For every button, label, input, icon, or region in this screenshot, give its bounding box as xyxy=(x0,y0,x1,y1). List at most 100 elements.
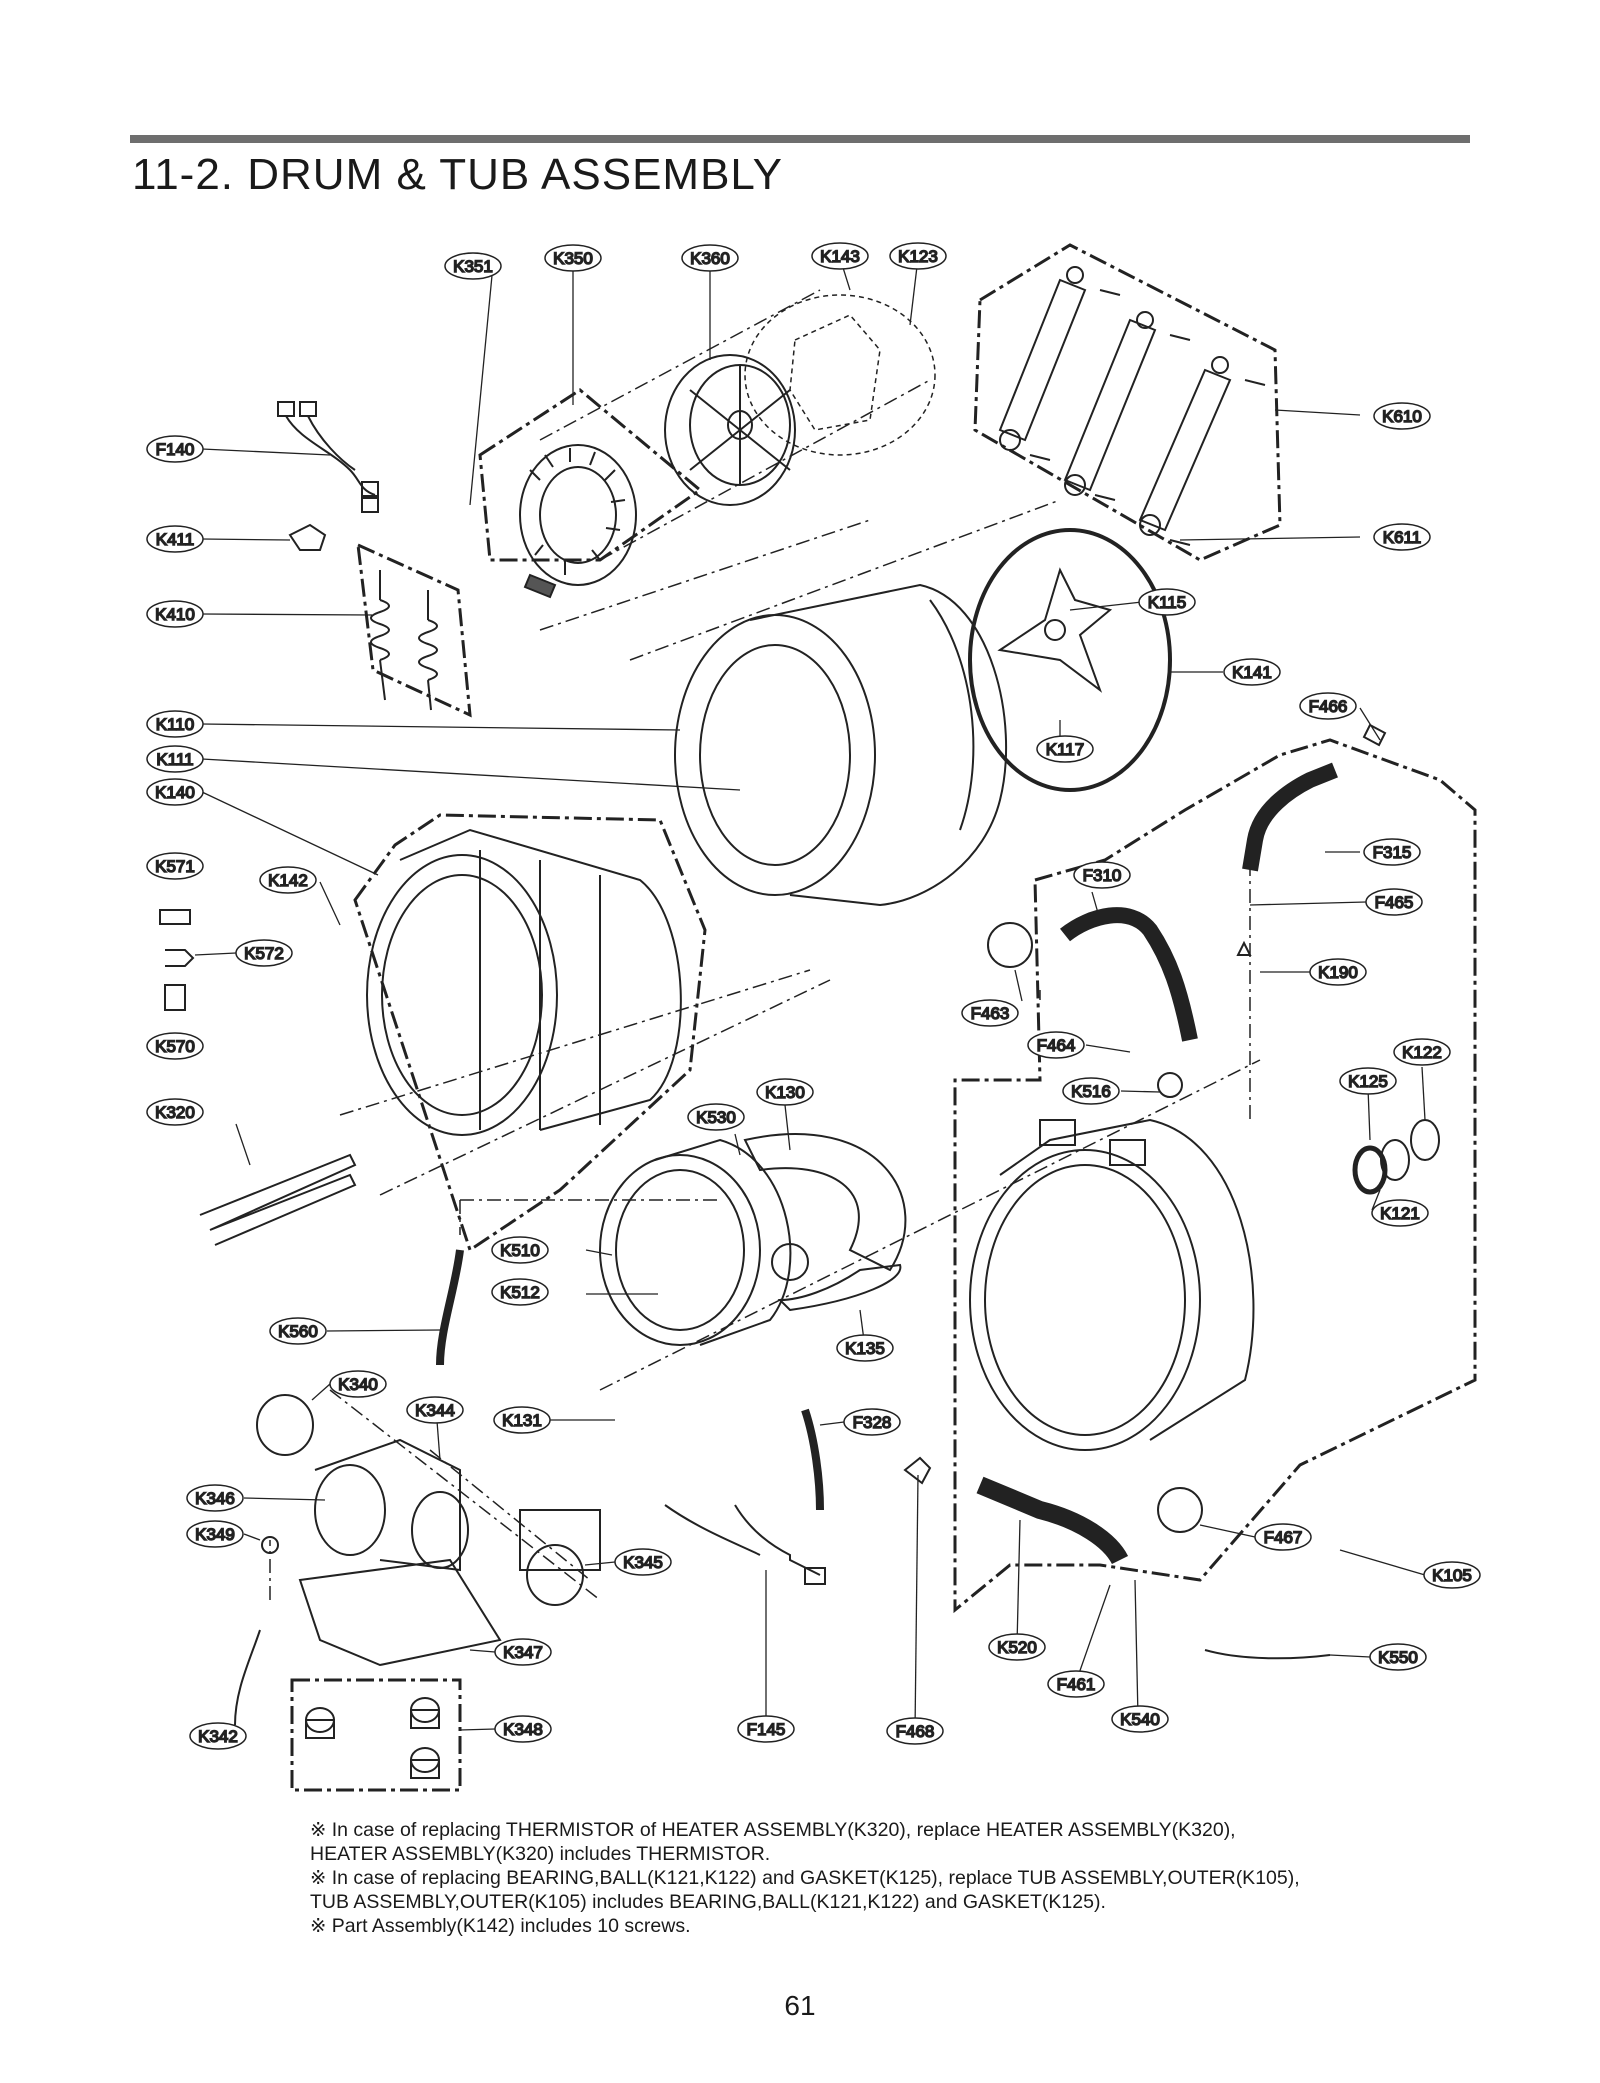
label-K530: K530 xyxy=(687,1103,745,1131)
svg-text:K351: K351 xyxy=(453,257,493,276)
svg-text:K141: K141 xyxy=(1232,663,1272,682)
label-K131: K131 xyxy=(493,1406,551,1434)
label-K141: K141 xyxy=(1223,658,1281,686)
label-K123: K123 xyxy=(889,242,947,270)
svg-text:F461: F461 xyxy=(1057,1675,1096,1694)
label-K520: K520 xyxy=(988,1633,1046,1661)
svg-text:K411: K411 xyxy=(156,530,194,549)
filter-cap-group-box xyxy=(290,1678,462,1792)
label-K125: K125 xyxy=(1339,1067,1397,1095)
svg-text:K140: K140 xyxy=(155,783,195,802)
label-K142: K142 xyxy=(259,866,317,894)
svg-text:K610: K610 xyxy=(1382,407,1422,426)
label-K350: K350 xyxy=(544,244,602,272)
svg-text:K348: K348 xyxy=(503,1720,543,1739)
svg-text:F466: F466 xyxy=(1309,697,1348,716)
hose-f315-part xyxy=(1242,762,1338,872)
label-K344: K344 xyxy=(406,1396,464,1424)
outer-tub-group-box xyxy=(953,738,1477,1614)
spring-group-box xyxy=(356,542,472,718)
hose-k560-part xyxy=(436,1249,464,1366)
svg-text:K347: K347 xyxy=(503,1643,543,1662)
heater-k320-part xyxy=(199,1153,357,1246)
label-F468: F468 xyxy=(886,1717,944,1745)
label-K117: K117 xyxy=(1036,735,1094,763)
gasket-and-clamp-part xyxy=(599,1133,907,1346)
label-F461: F461 xyxy=(1047,1670,1105,1698)
spider-flange-part xyxy=(968,528,1172,792)
label-K550: K550 xyxy=(1369,1643,1427,1671)
label-K512: K512 xyxy=(491,1278,549,1306)
clamp-f468-part xyxy=(903,1456,932,1485)
svg-text:K572: K572 xyxy=(244,944,284,963)
harness-f145-part xyxy=(664,1504,821,1576)
sensor-k550-part xyxy=(1204,1649,1331,1660)
bearing-parts xyxy=(1352,1119,1440,1195)
label-F140: F140 xyxy=(146,435,204,463)
svg-text:K111: K111 xyxy=(156,750,193,769)
svg-text:F145: F145 xyxy=(747,1720,786,1739)
label-F310: F310 xyxy=(1073,861,1131,889)
label-F145: F145 xyxy=(737,1715,795,1743)
svg-text:K121: K121 xyxy=(1380,1204,1420,1223)
svg-text:K142: K142 xyxy=(268,871,308,890)
label-K190: K190 xyxy=(1309,958,1367,986)
leader-lines xyxy=(194,257,1426,1737)
svg-text:K345: K345 xyxy=(623,1553,663,1572)
damper-group-box xyxy=(973,243,1282,562)
svg-text:K344: K344 xyxy=(415,1401,455,1420)
svg-text:K346: K346 xyxy=(195,1489,235,1508)
svg-text:K130: K130 xyxy=(765,1083,805,1102)
part-labels: K351 K350 K360 K143 K123 K610 K611 F140 … xyxy=(146,242,1481,1750)
label-K611: K611 xyxy=(1373,523,1431,551)
label-K342: K342 xyxy=(189,1722,247,1750)
notes: ※ In case of replacing THERMISTOR of HEA… xyxy=(310,1818,1450,1938)
label-K135: K135 xyxy=(836,1334,894,1362)
front-tub-part xyxy=(366,828,682,1136)
note-screws: ※ Part Assembly(K142) includes 10 screws… xyxy=(310,1915,691,1937)
svg-text:K342: K342 xyxy=(198,1727,238,1746)
label-F328: F328 xyxy=(843,1408,901,1436)
svg-text:K520: K520 xyxy=(997,1638,1037,1657)
note-bearing: ※ In case of replacing BEARING,BALL(K121… xyxy=(310,1867,1300,1913)
tub-front-group-box xyxy=(353,813,707,1253)
svg-text:K131: K131 xyxy=(502,1411,542,1430)
svg-text:K349: K349 xyxy=(195,1525,235,1544)
label-K360: K360 xyxy=(681,244,739,272)
svg-text:F310: F310 xyxy=(1083,866,1122,885)
label-K143: K143 xyxy=(811,242,869,270)
label-K140: K140 xyxy=(146,778,204,806)
label-K572: K572 xyxy=(235,939,293,967)
label-K411: K411 xyxy=(146,525,204,553)
pump-assembly-part xyxy=(234,1394,601,1726)
title-rule xyxy=(130,135,1470,143)
svg-text:K512: K512 xyxy=(500,1283,540,1302)
label-K510: K510 xyxy=(491,1236,549,1264)
label-K105: K105 xyxy=(1423,1561,1481,1589)
svg-text:K530: K530 xyxy=(696,1108,736,1127)
rotor-part xyxy=(664,354,796,506)
svg-text:K123: K123 xyxy=(898,247,938,266)
label-K571: K571 xyxy=(146,852,204,880)
svg-text:K115: K115 xyxy=(1148,593,1186,612)
label-F466: F466 xyxy=(1299,692,1357,720)
clip-k411-part xyxy=(288,523,327,551)
label-K516: K516 xyxy=(1062,1077,1120,1105)
svg-text:K360: K360 xyxy=(690,249,730,268)
stator-part xyxy=(519,444,637,599)
label-K610: K610 xyxy=(1373,402,1431,430)
svg-text:F468: F468 xyxy=(896,1722,935,1741)
label-F467: F467 xyxy=(1254,1523,1312,1551)
label-F463: F463 xyxy=(961,999,1019,1027)
svg-text:K190: K190 xyxy=(1318,963,1358,982)
svg-text:F464: F464 xyxy=(1037,1036,1076,1055)
spring-parts xyxy=(370,570,438,711)
svg-text:K570: K570 xyxy=(155,1037,195,1056)
label-K347: K347 xyxy=(494,1638,552,1666)
rotor-cover-dashed xyxy=(744,294,936,456)
svg-text:K571: K571 xyxy=(155,857,195,876)
small-fittings xyxy=(159,723,1387,1533)
harness-f140-part xyxy=(277,401,379,513)
label-F465: F465 xyxy=(1365,888,1423,916)
